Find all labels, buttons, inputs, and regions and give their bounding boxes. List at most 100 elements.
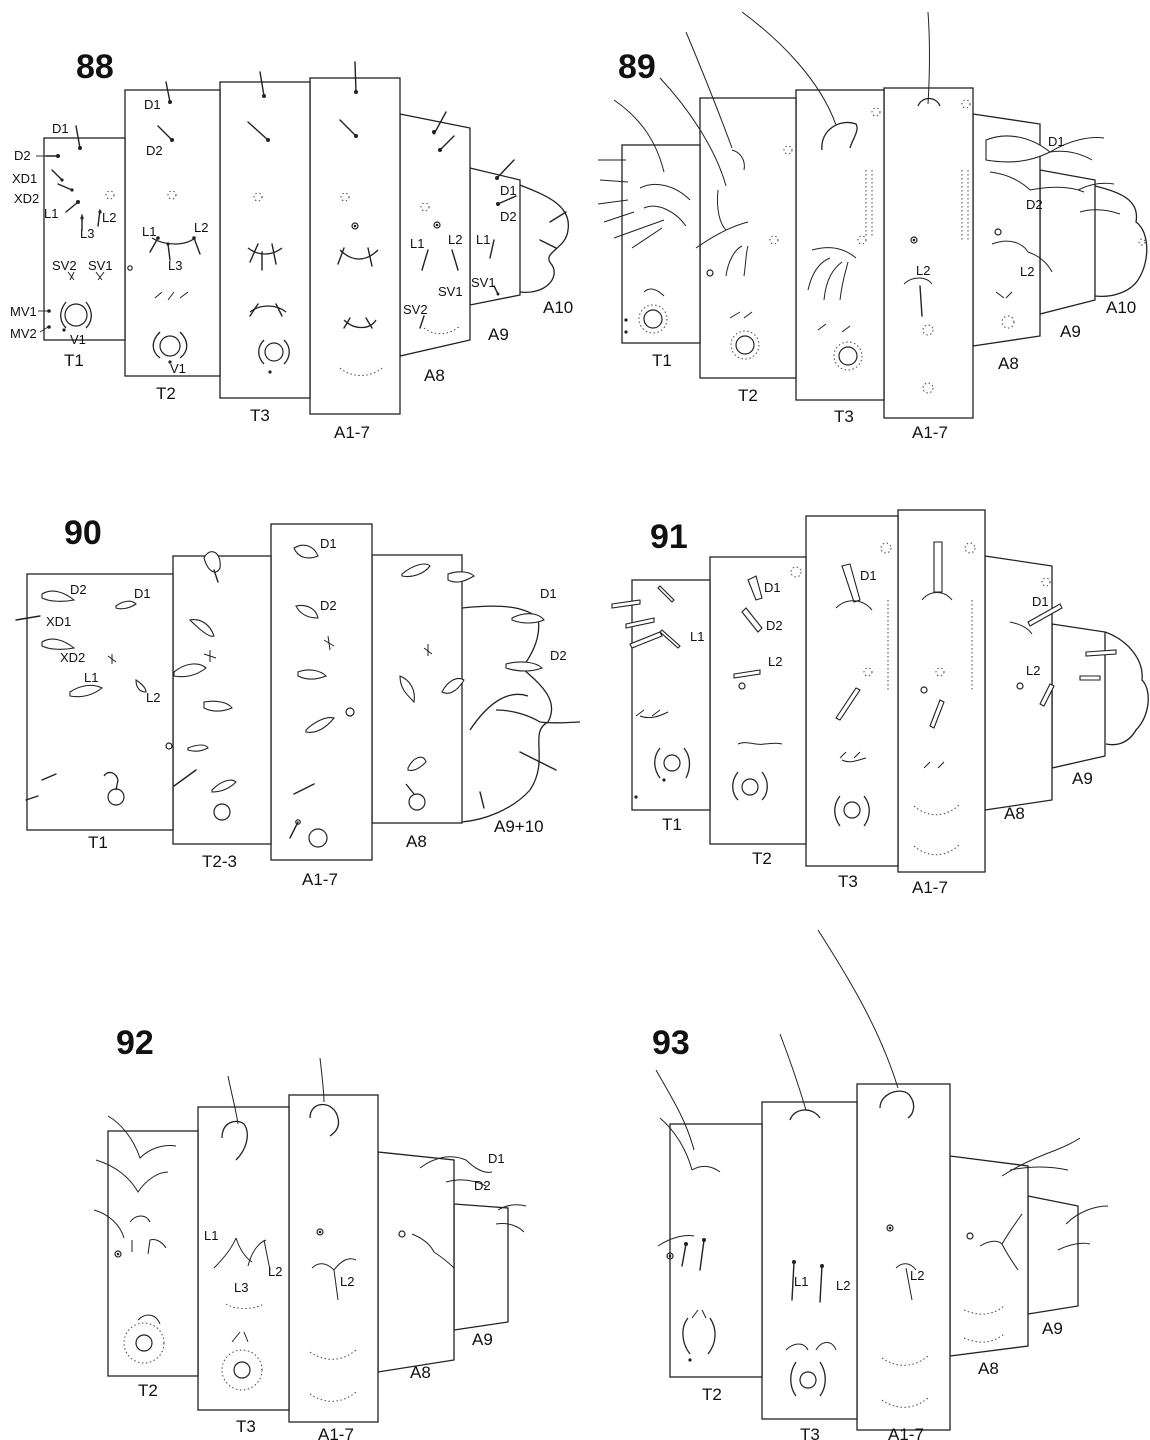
- segment-t2: [107, 1130, 199, 1377]
- segment-t1: [43, 137, 126, 341]
- seta-label: D2: [70, 582, 87, 597]
- seta-label: D1: [500, 183, 517, 198]
- segment-label: A9: [472, 1330, 493, 1349]
- segment-a9: [1039, 169, 1096, 315]
- seta-label: D1: [144, 97, 161, 112]
- segment-t3: [795, 89, 885, 401]
- seta-label: D2: [766, 618, 783, 633]
- segment-label: T1: [652, 351, 672, 370]
- seta-label: L2: [268, 1264, 282, 1279]
- seta-label: D1: [764, 580, 781, 595]
- segment-a10-outline: [1104, 631, 1149, 746]
- seta-label: L3: [80, 226, 94, 241]
- seta-label: L2: [194, 220, 208, 235]
- figure-number: 88: [76, 48, 114, 86]
- seta-label: XD1: [46, 614, 71, 629]
- segment-label: T3: [838, 872, 858, 891]
- segment-label: A9: [1072, 769, 1093, 788]
- segment-label: A10: [543, 298, 573, 317]
- seta-label: L2: [1020, 264, 1034, 279]
- segment-a8: [949, 1155, 1029, 1357]
- seta-label: D1: [1032, 594, 1049, 609]
- seta-label: L2: [836, 1278, 850, 1293]
- seta-label: XD2: [14, 191, 39, 206]
- figure-89: 89: [597, 11, 1148, 442]
- figure-90: 90: [15, 514, 581, 889]
- segment-a10-outline: [1094, 185, 1148, 298]
- segment-a10-outline: [519, 184, 569, 293]
- seta-label: L2: [910, 1268, 924, 1283]
- segment-a9-10-outline: [461, 605, 553, 823]
- segment-label: A1-7: [912, 423, 948, 442]
- segment-label: A8: [978, 1359, 999, 1378]
- seta-label: D1: [1048, 134, 1065, 149]
- seta-label: SV1: [471, 275, 496, 290]
- seta-label: D2: [500, 209, 517, 224]
- segment-t3: [761, 1101, 858, 1420]
- segment-label: T3: [236, 1417, 256, 1436]
- seta-label: L2: [102, 210, 116, 225]
- segment-label: A10: [1106, 298, 1136, 317]
- seta-label: L1: [476, 232, 490, 247]
- seta-label: L1: [794, 1274, 808, 1289]
- seta-label: L2: [448, 232, 462, 247]
- seta-label: D2: [146, 143, 163, 158]
- seta-label: SV1: [438, 284, 463, 299]
- segment-a8: [377, 1151, 455, 1373]
- seta-label: L2: [916, 263, 930, 278]
- seta-label: XD2: [60, 650, 85, 665]
- segment-t1: [631, 579, 711, 811]
- seta-label: L1: [84, 670, 98, 685]
- segment-label: A8: [406, 832, 427, 851]
- segment-t2: [709, 556, 807, 845]
- segment-t1: [621, 144, 701, 344]
- segment-label: A8: [424, 366, 445, 385]
- figure-number: 89: [618, 48, 656, 86]
- seta-label: L1: [44, 206, 58, 221]
- figure-92: 92 L1 L2: [93, 1024, 527, 1440]
- segment-a1-7: [309, 77, 401, 415]
- segment-t2-3: [172, 555, 272, 845]
- segment-t3: [219, 81, 311, 399]
- seta-label: D2: [14, 148, 31, 163]
- seta-label: MV2: [10, 326, 37, 341]
- segment-label: T2: [702, 1385, 722, 1404]
- seta-label: D1: [488, 1151, 505, 1166]
- segment-label: T2-3: [202, 852, 237, 871]
- seta-label: D1: [860, 568, 877, 583]
- segment-t3: [805, 515, 899, 867]
- seta-label: D2: [550, 648, 567, 663]
- seta-label: D1: [540, 586, 557, 601]
- segment-label: A8: [998, 354, 1019, 373]
- seta-label: SV2: [52, 258, 77, 273]
- segment-label: T2: [156, 384, 176, 403]
- segment-label: A1-7: [302, 870, 338, 889]
- seta-label: D1: [52, 121, 69, 136]
- seta-label: L2: [146, 690, 160, 705]
- seta-label: L1: [204, 1228, 218, 1243]
- segment-label: T2: [138, 1381, 158, 1400]
- seta-label: D1: [134, 586, 151, 601]
- segment-a1-7: [288, 1094, 379, 1423]
- seta-label: L2: [768, 654, 782, 669]
- segment-label: T3: [834, 407, 854, 426]
- seta-label: L3: [234, 1280, 248, 1295]
- segment-a9: [453, 1203, 509, 1331]
- segment-a1-7: [883, 87, 974, 419]
- segment-label: A1-7: [888, 1425, 924, 1440]
- seta-label: L1: [690, 629, 704, 644]
- seta-label: L2: [340, 1274, 354, 1289]
- segment-label: T2: [752, 849, 772, 868]
- segment-t1: [26, 573, 174, 831]
- segment-label: A9: [488, 325, 509, 344]
- seta-label: V1: [70, 332, 86, 347]
- seta-label: D1: [320, 536, 337, 551]
- seta-label: V1: [170, 361, 186, 376]
- seta-label: L2: [1026, 663, 1040, 678]
- segment-a9: [1051, 623, 1106, 769]
- segment-a9: [1027, 1195, 1079, 1315]
- seta-label: L1: [410, 236, 424, 251]
- segment-t3: [197, 1106, 290, 1411]
- seta-label: D2: [474, 1178, 491, 1193]
